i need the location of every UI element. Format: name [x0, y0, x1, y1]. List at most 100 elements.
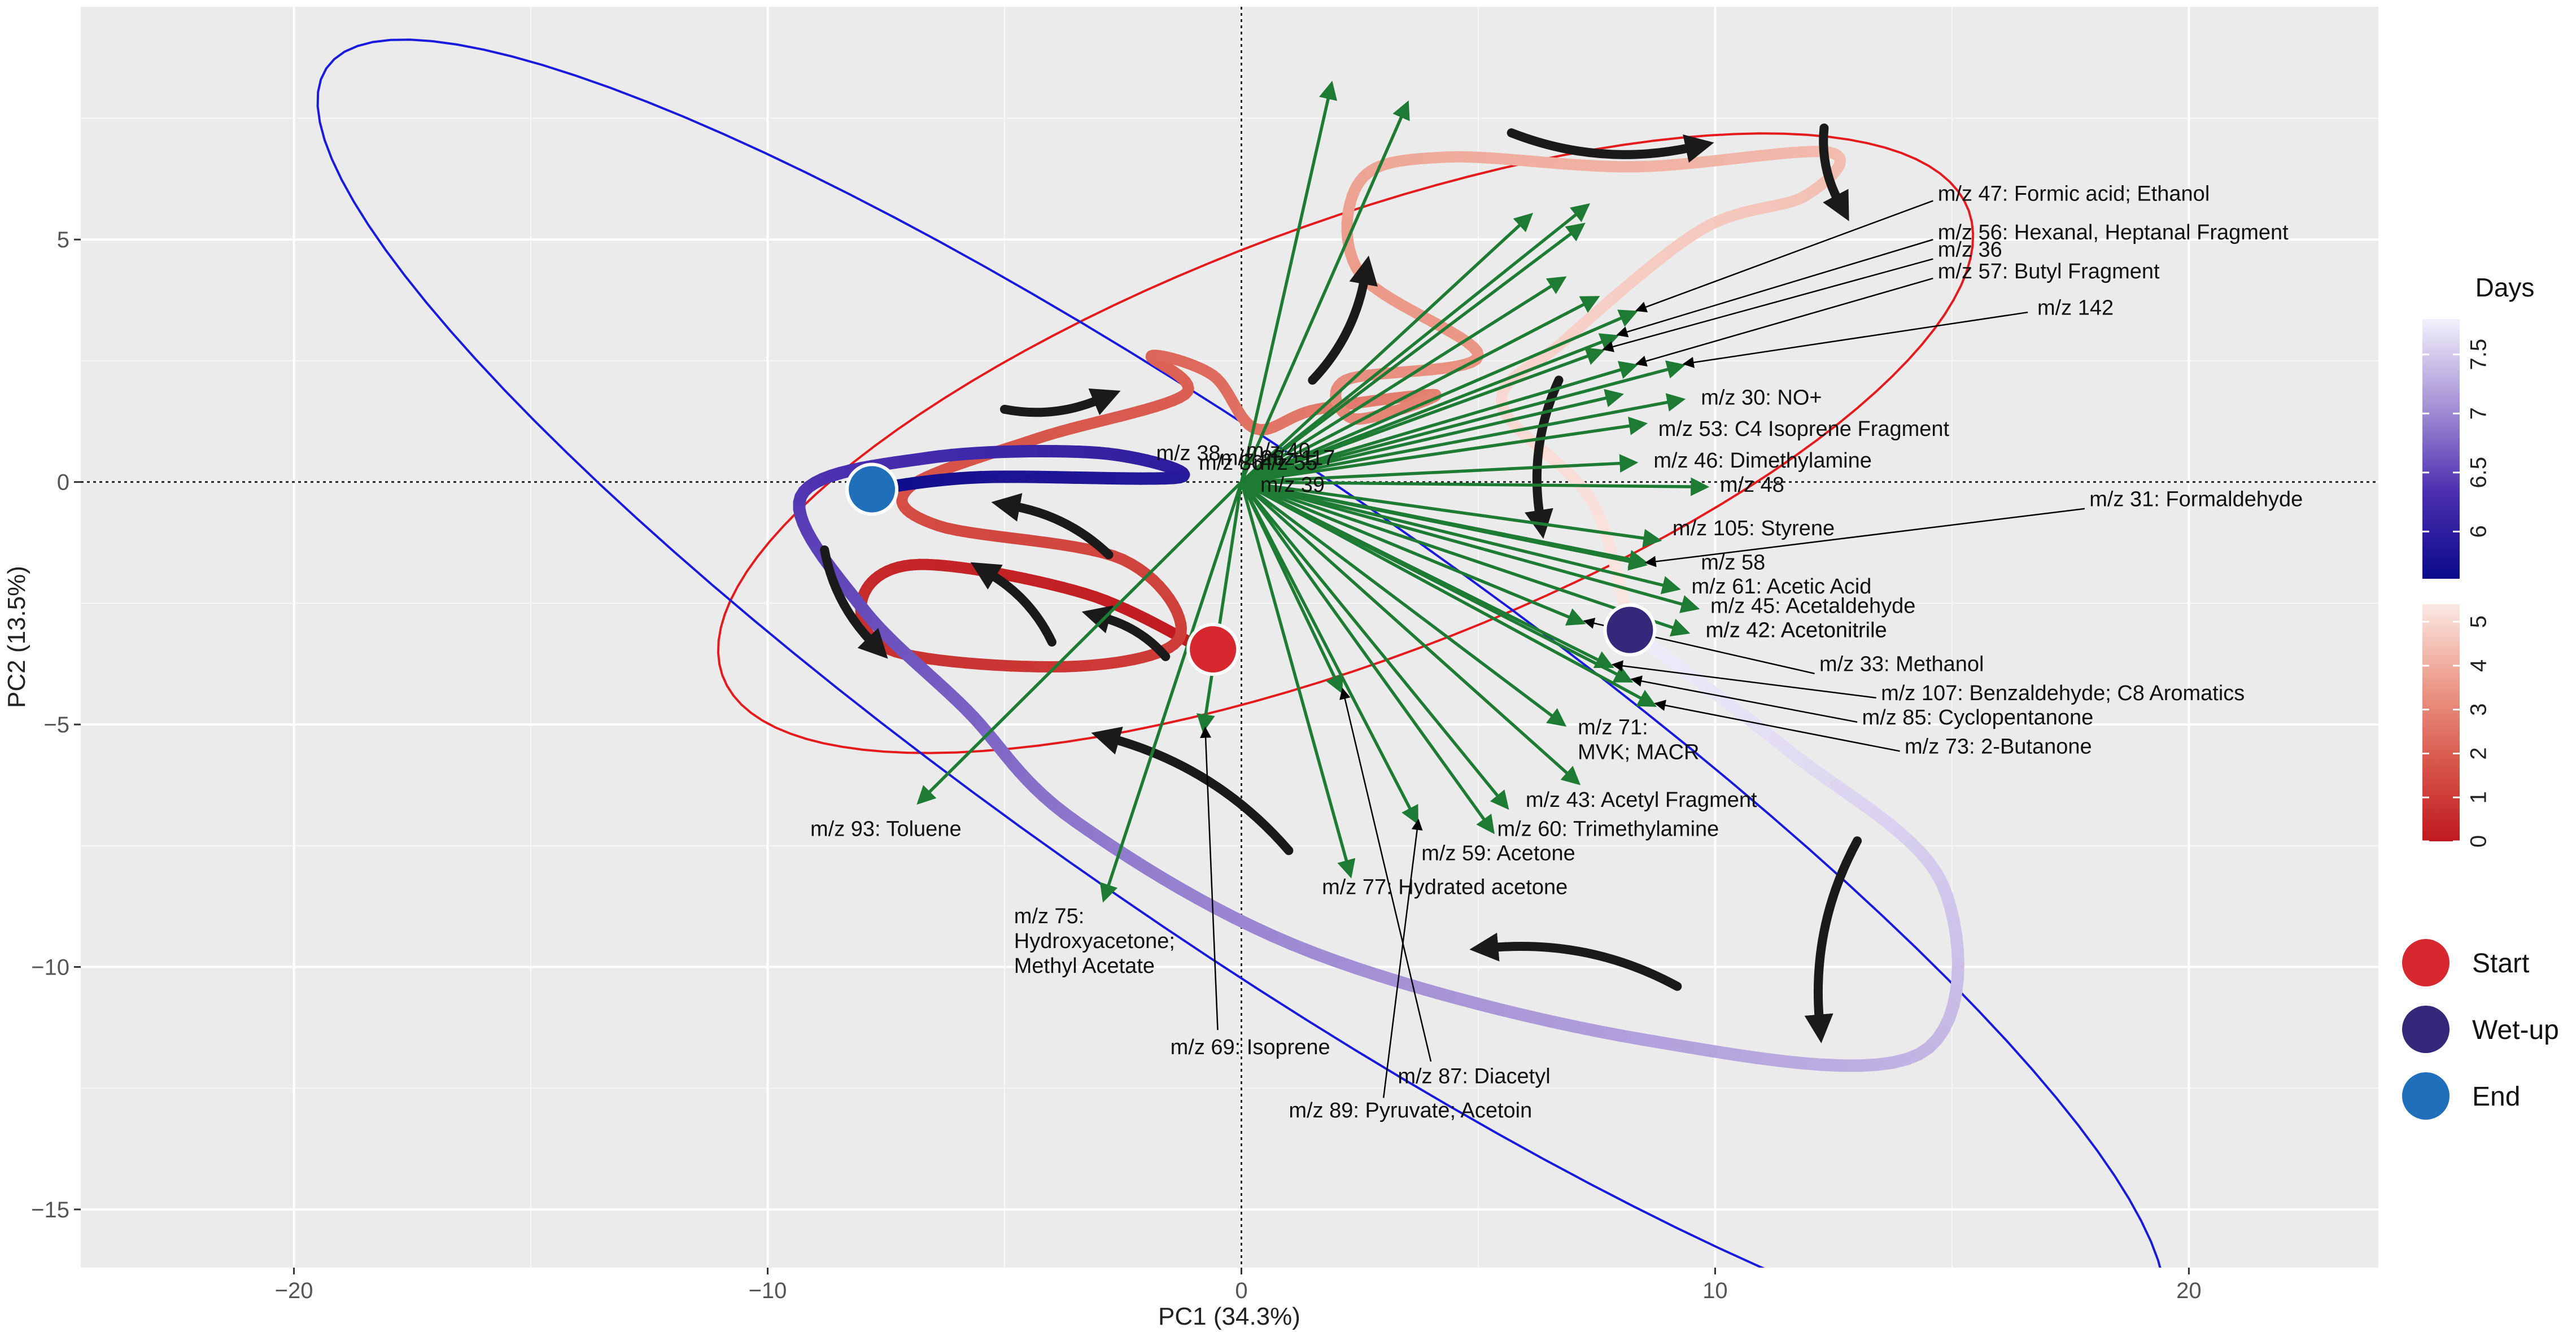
loading-label: m/z 40 — [1246, 439, 1311, 463]
y-tick-label: −10 — [31, 955, 69, 980]
point-start — [1186, 622, 1240, 676]
colorbar-tick-label: 0 — [2466, 835, 2491, 848]
flow-arrow — [1819, 123, 1849, 221]
loading-arrow — [1241, 296, 1600, 484]
loading-label: m/z 39 — [1260, 473, 1325, 497]
loading-arrow — [1241, 361, 1639, 484]
flow-arrow — [1091, 727, 1294, 855]
loading-label: m/z 42: Acetonitrile — [1706, 619, 1887, 643]
loading-label: m/z 55 — [1253, 451, 1317, 475]
loading-label: m/z 75:Hydroxyacetone;Methyl Acetate — [1014, 905, 1175, 978]
loading-arrow — [1240, 481, 1509, 810]
loading-label: m/z 73: 2-Butanone — [1905, 735, 2092, 759]
legend-key-wet-up — [2402, 1006, 2450, 1053]
loading-arrow — [1241, 393, 1686, 484]
loading-label: m/z 142 — [2037, 296, 2114, 320]
loading-label: m/z 87: Diacetyl — [1398, 1065, 1550, 1089]
loading-arrow — [1241, 481, 1586, 626]
loading-arrow — [1241, 276, 1567, 483]
loading-label: m/z 42: Acetonitrile — [1706, 619, 1887, 643]
loading-label: m/z 105: Styrene — [1673, 517, 1835, 540]
loading-arrow — [1241, 480, 1681, 595]
colorbar-tick-label: 6 — [2466, 525, 2491, 538]
flow-arrow — [970, 562, 1056, 647]
key-points — [845, 462, 1657, 676]
loading-arrow — [1241, 481, 1700, 613]
leader-line — [1602, 258, 1933, 352]
loading-arrows — [916, 80, 1710, 903]
loading-label: m/z 117 — [1260, 447, 1335, 470]
loading-arrow — [1241, 388, 1625, 484]
y-axis-title: PC2 (13.5%) — [3, 566, 30, 708]
x-axis-title: PC1 (34.3%) — [1158, 1303, 1300, 1330]
x-tick-label: −20 — [275, 1278, 313, 1303]
loading-arrow — [1241, 481, 1634, 683]
flow-arrow — [1525, 375, 1564, 539]
flow-arrow — [1308, 255, 1378, 385]
loading-label: m/z 56: Hexanal, Heptanal Fragment — [1938, 221, 2289, 244]
leader-line — [1644, 508, 2085, 567]
label-leader-lines — [1200, 200, 2085, 1098]
loading-label: m/z 31: Formaldehyde — [2089, 488, 2303, 512]
ellipse-wet — [316, 38, 2162, 1268]
loading-label: m/z 30: NO+ — [1701, 386, 1822, 409]
loading-arrow — [1241, 309, 1638, 484]
flow-arrow — [1507, 128, 1714, 163]
loading-label: m/z 60: Trimethylamine — [1497, 818, 1719, 841]
leader-line — [1611, 660, 1876, 699]
loading-label: m/z 85: Cyclopentanone — [1862, 706, 2094, 730]
leader-line — [1382, 818, 1423, 1098]
loading-label: m/z 71:MVK; MACR — [1578, 715, 1699, 764]
loading-arrow — [1240, 481, 1495, 835]
loading-label: m/z 57: Butyl Fragment — [1938, 260, 2160, 283]
x-tick-label: 20 — [2176, 1278, 2202, 1303]
legend-key-start — [2402, 939, 2450, 986]
loading-arrow — [1240, 222, 1586, 483]
loading-arrow — [1241, 481, 1691, 637]
y-tick-label: 5 — [57, 228, 69, 252]
leader-line — [1682, 311, 2028, 368]
loading-label: m/z 33: Methanol — [1819, 653, 1984, 676]
leader-line — [1654, 700, 1900, 752]
loading-arrow — [1197, 482, 1243, 733]
flow-arrow — [991, 493, 1114, 560]
colorbar-segment — [2422, 604, 2460, 841]
grid-lines — [81, 7, 2378, 1268]
flow-arrow — [999, 388, 1121, 417]
loading-arrow — [1241, 480, 1662, 548]
leader-line — [1635, 277, 1933, 367]
leader-line — [1635, 200, 1933, 313]
loading-label: m/z 77: Hydrated acetone — [1322, 876, 1568, 899]
loading-label: m/z 86 — [1199, 451, 1263, 475]
loading-label: m/z 69: Isoprene — [1171, 1036, 1330, 1059]
loading-label: m/z 45: Acetaldehyde — [1710, 595, 1915, 618]
loading-arrow — [1241, 480, 1648, 569]
loading-arrow — [1241, 481, 1657, 707]
loading-label: m/z 89: Pyruvate; Acetoin — [1289, 1099, 1532, 1123]
leader-line — [1200, 726, 1219, 1030]
x-tick-label: −10 — [749, 1278, 787, 1303]
point-wet-up — [1603, 603, 1657, 657]
x-tick-label: 0 — [1235, 1278, 1247, 1303]
flow-arrow — [1081, 605, 1171, 661]
flow-arrow — [820, 545, 888, 659]
loading-arrow — [916, 481, 1243, 805]
loading-arrow — [1240, 481, 1567, 727]
loading-arrow — [1240, 203, 1591, 483]
x-tick-label: 10 — [1702, 1278, 1728, 1303]
colorbar-tick-label: 2 — [2466, 747, 2491, 759]
reference-lines — [81, 7, 2378, 1268]
loading-label: m/z 47: Formic acid; Ethanol — [1938, 182, 2210, 206]
loading-arrow — [1241, 417, 1648, 484]
flow-arrow — [1469, 932, 1682, 991]
colorbar-title: Days — [2475, 273, 2535, 302]
loading-arrow — [1241, 454, 1639, 484]
loading-arrow — [1239, 481, 1343, 694]
leader-line — [1616, 239, 1933, 338]
